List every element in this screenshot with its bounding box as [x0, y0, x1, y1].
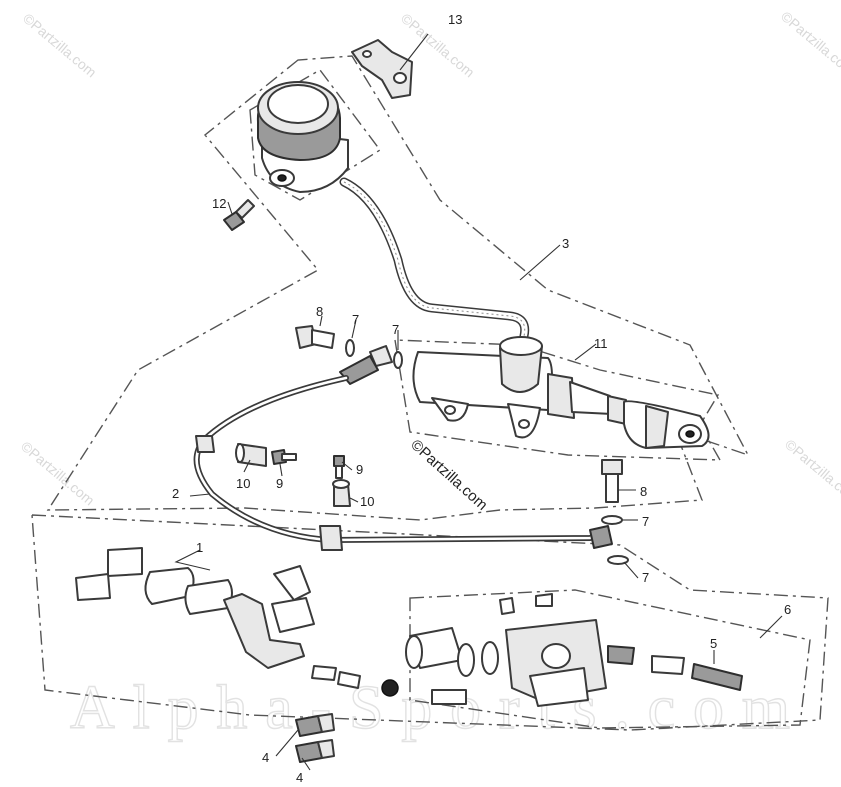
brake-fluid-reservoir: [256, 81, 349, 193]
callout-12: 12: [212, 196, 226, 211]
caliper-assembly: [311, 593, 743, 707]
callout-7-upper-left: 7: [352, 312, 359, 327]
reservoir-bracket: [351, 39, 413, 99]
callout-13: 13: [448, 12, 462, 27]
callout-6: 6: [784, 602, 791, 617]
callout-labels: 13 3 11 12 8 7 7 2 10 9 9 10 8 7 7 1 6 5…: [172, 12, 791, 785]
lower-banjo-assembly: [601, 459, 629, 565]
callout-7-lower-upper: 7: [642, 514, 649, 529]
reservoir-screw: [223, 199, 255, 231]
caliper-bracket: [223, 565, 315, 669]
watermark-partzilla: ©Partzilla.com: [20, 10, 100, 80]
brake-line: [193, 375, 613, 551]
callout-4-lower: 4: [296, 770, 303, 785]
watermark-partzilla-center: ©Partzilla.com: [407, 436, 490, 513]
watermark-alpha-sports: Alpha-Sports.com: [70, 674, 790, 742]
callout-8-upper: 8: [316, 304, 323, 319]
master-cylinder: [412, 336, 710, 449]
caliper-bolts: [295, 713, 335, 763]
line-clamps: [235, 443, 351, 507]
group-3-outline: [46, 55, 750, 521]
callout-4-upper: 4: [262, 750, 269, 765]
callout-10-left: 10: [236, 476, 250, 491]
watermark-partzilla: ©Partzilla.com: [18, 438, 98, 508]
callout-9-left: 9: [276, 476, 283, 491]
leader-lines: [174, 33, 783, 771]
watermark-partzilla: ©Partzilla.com: [778, 8, 841, 78]
callout-2: 2: [172, 486, 179, 501]
callout-7-upper-right: 7: [392, 322, 399, 337]
watermark-partzilla: ©Partzilla.com: [782, 436, 841, 506]
group-1-outline: [31, 514, 829, 731]
callout-7-lower: 7: [642, 570, 649, 585]
callout-9-center: 9: [356, 462, 363, 477]
brake-pads: [75, 547, 233, 615]
reservoir-hose: [339, 177, 530, 341]
callout-5: 5: [710, 636, 717, 651]
callout-10-center: 10: [360, 494, 374, 509]
callout-1: 1: [196, 540, 203, 555]
callout-8-lower: 8: [640, 484, 647, 499]
upper-banjo-assembly: [295, 325, 403, 385]
callout-3: 3: [562, 236, 569, 251]
callout-11: 11: [594, 336, 608, 351]
group-6-outline: [409, 589, 811, 729]
